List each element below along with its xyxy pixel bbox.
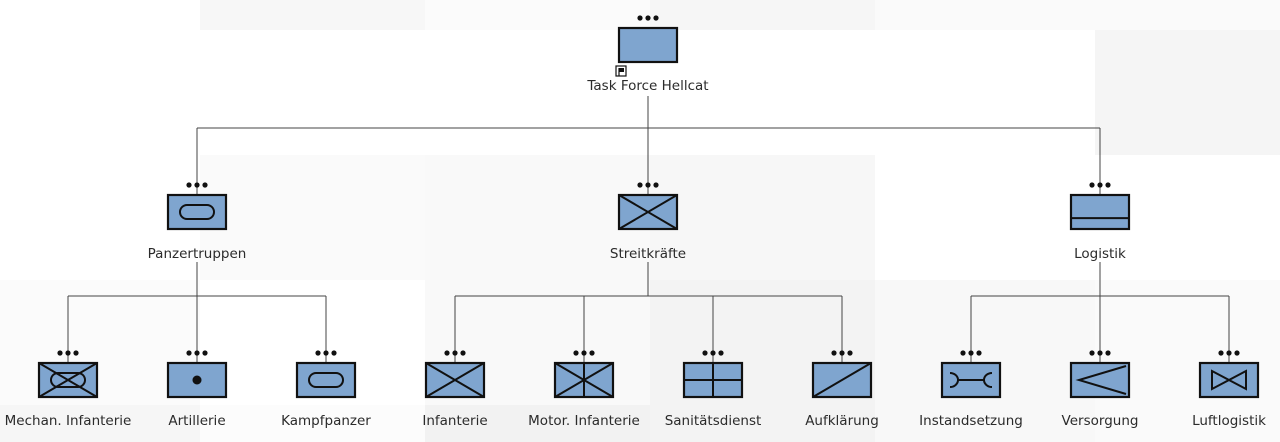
echelon-dot bbox=[202, 350, 208, 356]
unit-supply-label: Versorgung bbox=[1061, 413, 1139, 429]
root-hq-symbol bbox=[617, 15, 679, 64]
echelon-dot bbox=[73, 350, 79, 356]
echelon-dot bbox=[315, 350, 321, 356]
echelon-dot bbox=[847, 350, 853, 356]
echelon-dot bbox=[1226, 350, 1232, 356]
echelon-dot bbox=[186, 350, 192, 356]
echelon-dot bbox=[460, 350, 466, 356]
echelon-dot bbox=[653, 182, 659, 188]
echelon-dot bbox=[645, 15, 651, 21]
echelon-dot bbox=[710, 350, 716, 356]
unit-artillery-symbol bbox=[166, 350, 228, 399]
unit-medical-label: Sanitätsdienst bbox=[664, 413, 762, 429]
unit-tanks-symbol bbox=[295, 350, 357, 399]
unit-mot-inf-symbol bbox=[553, 350, 615, 399]
unit-mot-inf-label: Motor. Infanterie bbox=[528, 413, 640, 429]
hq-staff-icon bbox=[615, 65, 627, 77]
echelon-dot bbox=[452, 350, 458, 356]
echelon-dot bbox=[65, 350, 71, 356]
echelon-dot bbox=[194, 350, 200, 356]
echelon-dot bbox=[57, 350, 63, 356]
echelon-dot bbox=[1097, 350, 1103, 356]
echelon-dot bbox=[653, 15, 659, 21]
echelon-dot bbox=[1097, 182, 1103, 188]
unit-inf-label: Infanterie bbox=[422, 413, 488, 429]
echelon-dot bbox=[1105, 350, 1111, 356]
echelon-dot bbox=[1105, 182, 1111, 188]
echelon-dot bbox=[1234, 350, 1240, 356]
group-logistics-label: Logistik bbox=[1074, 246, 1126, 262]
unit-artillery-label: Artillerie bbox=[168, 413, 226, 429]
unit-mech-inf-label: Mechan. Infanterie bbox=[4, 413, 132, 429]
echelon-dot bbox=[194, 182, 200, 188]
echelon-dot bbox=[1089, 182, 1095, 188]
echelon-dot bbox=[831, 350, 837, 356]
group-logistics-symbol bbox=[1069, 182, 1131, 231]
echelon-dot bbox=[839, 350, 845, 356]
echelon-dot bbox=[1218, 350, 1224, 356]
echelon-dot bbox=[637, 182, 643, 188]
echelon-dot bbox=[645, 182, 651, 188]
echelon-dot bbox=[202, 182, 208, 188]
echelon-dot bbox=[573, 350, 579, 356]
group-forces-symbol bbox=[617, 182, 679, 231]
root-hq-label: Task Force Hellcat bbox=[587, 78, 709, 94]
echelon-dot bbox=[960, 350, 966, 356]
echelon-dot bbox=[589, 350, 595, 356]
unit-inf-symbol bbox=[424, 350, 486, 399]
unit-supply-symbol bbox=[1069, 350, 1131, 399]
unit-medical-symbol bbox=[682, 350, 744, 399]
echelon-dot bbox=[331, 350, 337, 356]
unit-maint-label: Instandsetzung bbox=[919, 413, 1023, 429]
echelon-dot bbox=[637, 15, 643, 21]
unit-mech-inf-symbol bbox=[37, 350, 99, 399]
group-armor-symbol bbox=[166, 182, 228, 231]
echelon-dot bbox=[1089, 350, 1095, 356]
unit-recon-symbol bbox=[811, 350, 873, 399]
echelon-dot bbox=[323, 350, 329, 356]
echelon-dot bbox=[444, 350, 450, 356]
group-forces-label: Streitkräfte bbox=[609, 246, 687, 262]
echelon-dot bbox=[718, 350, 724, 356]
echelon-dot bbox=[702, 350, 708, 356]
echelon-dot bbox=[968, 350, 974, 356]
unit-airlog-symbol bbox=[1198, 350, 1260, 399]
echelon-dot bbox=[976, 350, 982, 356]
unit-maint-symbol bbox=[940, 350, 1002, 399]
group-armor-label: Panzertruppen bbox=[147, 246, 247, 262]
unit-recon-label: Aufklärung bbox=[805, 413, 879, 429]
echelon-dot bbox=[186, 182, 192, 188]
echelon-dot bbox=[581, 350, 587, 356]
unit-tanks-label: Kampfpanzer bbox=[281, 413, 371, 429]
unit-airlog-label: Luftlogistik bbox=[1192, 413, 1266, 429]
